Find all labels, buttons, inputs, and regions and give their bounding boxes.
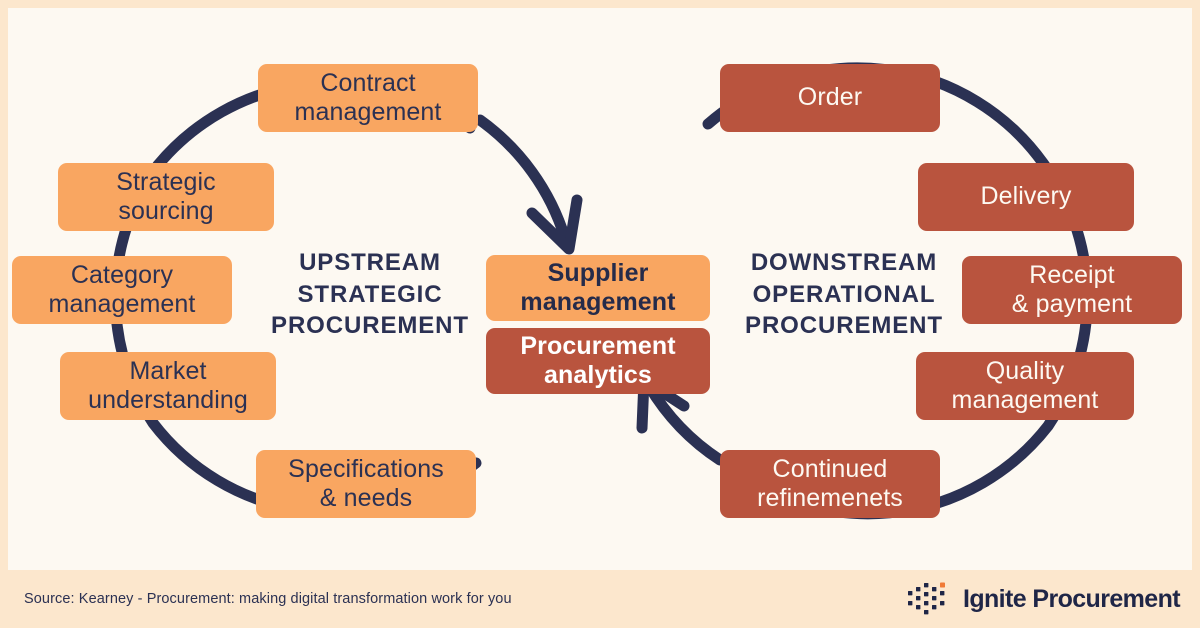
- node-quality-management[interactable]: Quality management: [916, 352, 1134, 420]
- brand-lockup: Ignite Procurement: [907, 582, 1181, 616]
- upstream-arrow-path: [474, 114, 571, 244]
- ignite-dot-matrix-logo-icon: [907, 582, 945, 615]
- node-supplier-management[interactable]: Supplier management: [486, 255, 710, 321]
- source-attribution: Source: Kearney - Procurement: making di…: [24, 591, 512, 607]
- footer-bar: Source: Kearney - Procurement: making di…: [0, 570, 1200, 628]
- node-receipt-and-payment[interactable]: Receipt & payment: [962, 256, 1182, 324]
- diagram-stage: Contract management Strategic sourcing C…: [8, 8, 1192, 570]
- logo-accent-dot-icon: [939, 582, 945, 588]
- node-order[interactable]: Order: [720, 64, 940, 132]
- node-delivery[interactable]: Delivery: [918, 163, 1134, 231]
- node-category-management[interactable]: Category management: [12, 256, 232, 324]
- upstream-arrowhead: [526, 194, 583, 255]
- brand-name: Ignite Procurement: [962, 584, 1181, 613]
- node-specifications-and-needs[interactable]: Specifications & needs: [256, 450, 476, 518]
- node-continued-refinements[interactable]: Continued refinemenets: [720, 450, 940, 518]
- downstream-caption: DOWNSTREAM OPERATIONAL PROCUREMENT: [745, 249, 943, 340]
- node-market-understanding[interactable]: Market understanding: [60, 352, 276, 420]
- node-strategic-sourcing[interactable]: Strategic sourcing: [58, 163, 274, 231]
- node-contract-management[interactable]: Contract management: [258, 64, 478, 132]
- node-procurement-analytics[interactable]: Procurement analytics: [486, 328, 710, 394]
- downstream-arrow-path: [643, 380, 726, 466]
- upstream-caption: UPSTREAM STRATEGIC PROCUREMENT: [271, 249, 469, 340]
